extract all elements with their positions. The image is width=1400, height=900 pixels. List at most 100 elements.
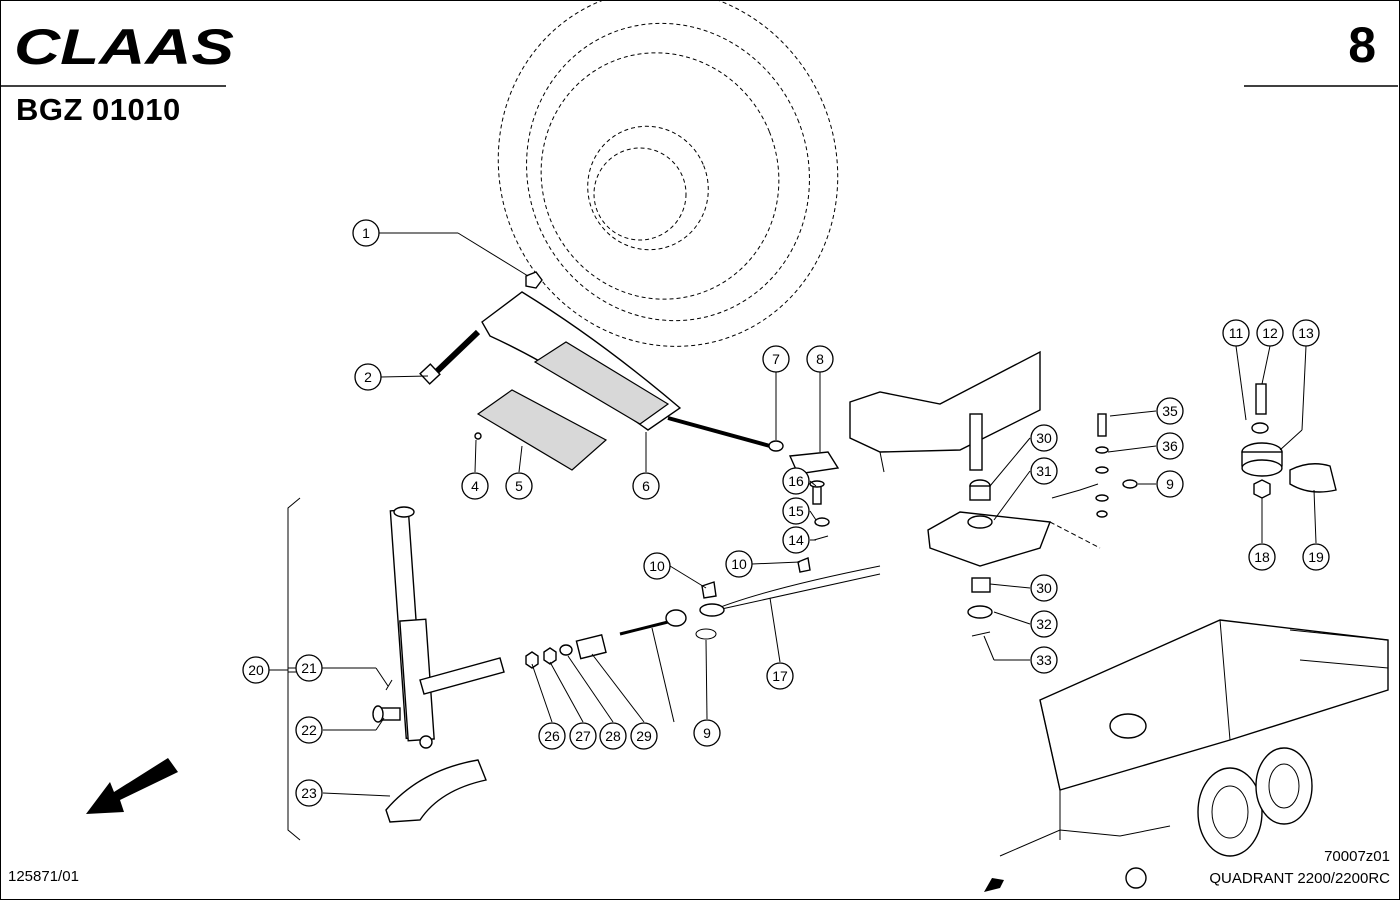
svg-text:10: 10	[649, 558, 665, 574]
ratchet-segment	[385, 759, 487, 823]
svg-text:35: 35	[1162, 403, 1178, 419]
callout-15: 15	[782, 497, 810, 525]
lever-pin	[372, 679, 401, 723]
svg-text:18: 18	[1254, 549, 1270, 565]
svg-text:19: 19	[1308, 549, 1324, 565]
svg-text:15: 15	[788, 503, 804, 519]
brake-shoe	[481, 291, 771, 448]
nut	[525, 271, 543, 289]
group-bracket	[287, 497, 301, 841]
svg-text:7: 7	[772, 351, 780, 367]
svg-text:8: 8	[816, 351, 824, 367]
callout-7: 7	[762, 345, 790, 373]
leader-lines	[322, 232, 1317, 797]
callout-28: 28	[599, 722, 627, 750]
logo-text: CLAAS	[14, 19, 234, 72]
page-number: 8	[1348, 17, 1376, 73]
image-reference: 70007z01	[1324, 848, 1390, 865]
svg-text:36: 36	[1162, 438, 1178, 454]
callout-11: 11	[1222, 319, 1250, 347]
callout-23: 23	[295, 779, 323, 807]
callout-16: 16	[782, 467, 810, 495]
callout-22: 22	[295, 716, 323, 744]
svg-text:9: 9	[703, 725, 711, 741]
svg-text:33: 33	[1036, 652, 1052, 668]
svg-text:16: 16	[788, 473, 804, 489]
brake-lining	[476, 389, 608, 471]
callout-29: 29	[630, 722, 658, 750]
callout-32: 32	[1030, 610, 1058, 638]
drawing-reference: 125871/01	[8, 868, 79, 885]
svg-text:28: 28	[605, 728, 621, 744]
svg-text:27: 27	[575, 728, 591, 744]
callout-19: 19	[1302, 543, 1330, 571]
callout-2: 2	[354, 363, 382, 391]
svg-text:31: 31	[1036, 463, 1052, 479]
svg-text:32: 32	[1036, 616, 1052, 632]
svg-text:12: 12	[1262, 325, 1278, 341]
callout-26: 26	[538, 722, 566, 750]
svg-text:2: 2	[364, 369, 372, 385]
svg-text:5: 5	[515, 478, 523, 494]
svg-text:17: 17	[772, 668, 788, 684]
callout-33: 33	[1030, 646, 1058, 674]
svg-text:29: 29	[636, 728, 652, 744]
callout-10a: 10	[643, 552, 671, 580]
callout-6: 6	[632, 472, 660, 500]
washer	[768, 440, 784, 452]
svg-text:30: 30	[1036, 580, 1052, 596]
rubber-mount-set	[1241, 383, 1337, 499]
callout-20: 20	[242, 656, 270, 684]
callout-9a: 9	[693, 719, 721, 747]
clevis-pin-set	[809, 480, 830, 541]
model-name: QUADRANT 2200/2200RC	[1209, 870, 1390, 887]
svg-text:26: 26	[544, 728, 560, 744]
callout-8: 8	[806, 345, 834, 373]
svg-text:22: 22	[301, 722, 317, 738]
bolt	[419, 329, 481, 385]
callout-bubbles: 1 2 4 5 6 7 8 16 15 14 10 10 9 17 20 21 …	[242, 219, 1330, 807]
svg-text:10: 10	[731, 556, 747, 572]
callout-31: 31	[1030, 457, 1058, 485]
callout-9b: 9	[1156, 470, 1184, 498]
callout-5: 5	[505, 472, 533, 500]
callout-4: 4	[461, 472, 489, 500]
svg-text:23: 23	[301, 785, 317, 801]
callout-13: 13	[1292, 319, 1320, 347]
claas-logo: CLAAS	[14, 19, 234, 72]
svg-text:14: 14	[788, 532, 804, 548]
callout-12: 12	[1256, 319, 1284, 347]
cam-lever-assembly	[927, 479, 1101, 637]
svg-text:21: 21	[301, 660, 317, 676]
svg-text:6: 6	[642, 478, 650, 494]
svg-text:20: 20	[248, 662, 264, 678]
svg-text:4: 4	[471, 478, 479, 494]
callout-10b: 10	[725, 550, 753, 578]
callout-27: 27	[569, 722, 597, 750]
callout-18: 18	[1248, 543, 1276, 571]
svg-text:13: 13	[1298, 325, 1314, 341]
svg-text:1: 1	[362, 225, 370, 241]
rivet	[474, 432, 482, 440]
baler-thumbnail	[984, 619, 1389, 892]
callout-1: 1	[352, 219, 380, 247]
callout-14: 14	[782, 526, 810, 554]
callout-30b: 30	[1030, 574, 1058, 602]
callout-30a: 30	[1030, 424, 1058, 452]
callout-21: 21	[295, 654, 323, 682]
wheel-outline	[497, 0, 839, 347]
svg-text:11: 11	[1229, 325, 1244, 341]
cable-clamp	[1051, 413, 1138, 518]
brake-bracket	[849, 350, 1041, 473]
brake-cable	[695, 557, 881, 640]
adjuster-set	[525, 609, 687, 669]
direction-arrow	[86, 758, 178, 814]
svg-text:30: 30	[1036, 430, 1052, 446]
svg-text:9: 9	[1166, 476, 1174, 492]
hand-brake-lever	[389, 506, 505, 749]
drawing-code: BGZ 01010	[16, 92, 181, 127]
callout-17: 17	[766, 662, 794, 690]
callout-36: 36	[1156, 432, 1184, 460]
callout-35: 35	[1156, 397, 1184, 425]
